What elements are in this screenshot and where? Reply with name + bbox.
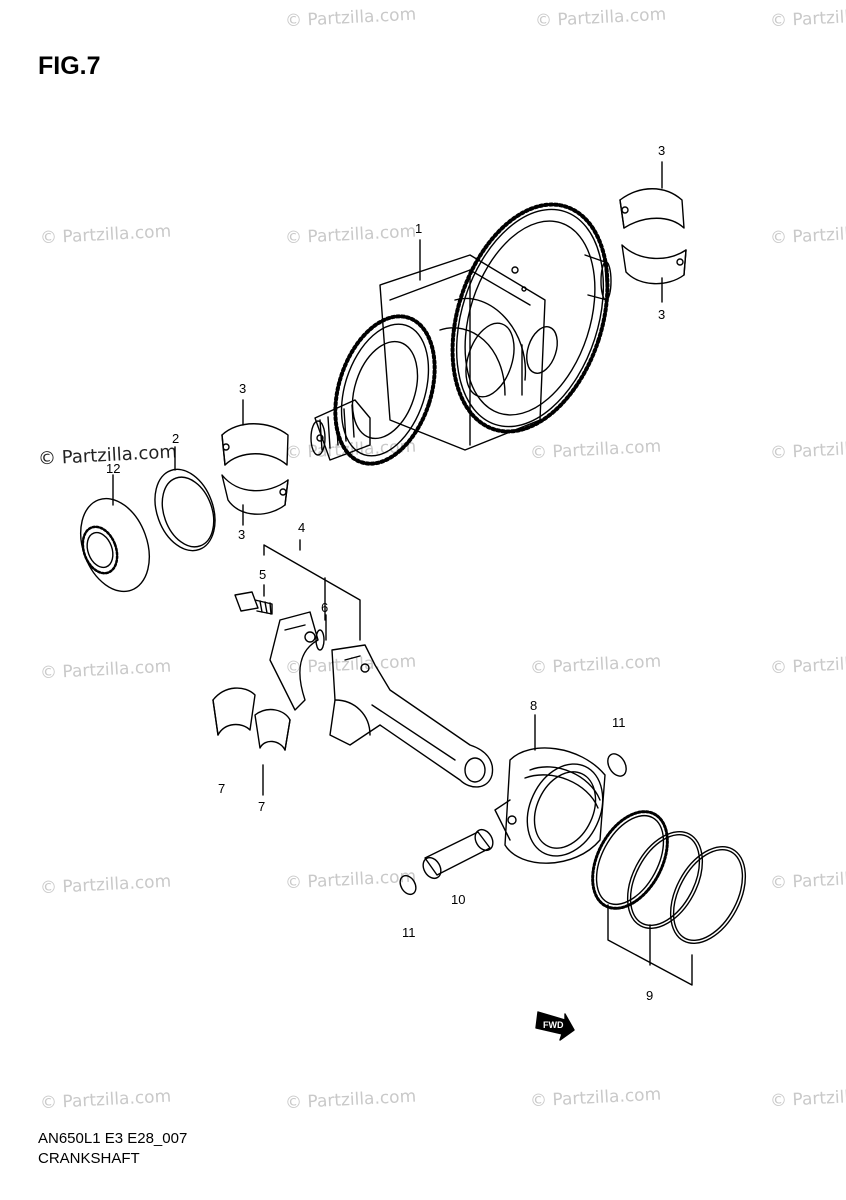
conrod-bolt-part [234,591,273,615]
crank-bearing-left [221,423,289,515]
callout-3: 3 [239,381,247,396]
callout-9: 9 [646,988,654,1003]
callout-7: 7 [258,799,266,814]
thrust-washer-part [154,468,216,552]
figure-title: FIG.7 [38,52,101,80]
callout-3: 3 [238,527,246,542]
svg-text:FWD: FWD [543,1020,564,1030]
conrod-cap-part [269,611,325,711]
bracket-4 [263,544,361,641]
callout-12: 12 [106,461,121,476]
forward-arrow-icon: FWD [535,1011,575,1041]
callout-5: 5 [259,567,267,582]
callout-8: 8 [530,698,538,713]
diagram-name: CRANKSHAFT [38,1150,140,1167]
callout-2: 2 [172,431,180,446]
crank-bearing-upper-right [619,188,687,285]
piston-part [494,747,606,864]
crankshaft-part [310,202,612,466]
piston-ring-set-part [591,810,747,945]
bracket-9 [607,904,693,986]
circlip-part [607,753,627,777]
callout-6: 6 [321,600,329,615]
callout-4: 4 [298,520,306,535]
callout-7: 7 [218,781,226,796]
callout-10: 10 [451,892,466,907]
callout-11: 11 [612,715,626,730]
piston-pin-part [422,828,494,880]
conrod-bearing-part [212,687,291,751]
callout-11: 11 [402,925,416,940]
sprocket-gear-part [80,497,150,593]
callout-3: 3 [658,143,666,158]
callout-1: 1 [415,221,423,236]
connecting-rod-part [329,644,494,788]
circlip-part [399,874,417,896]
diagram-code: AN650L1 E3 E28_007 [38,1130,188,1147]
callout-3: 3 [658,307,666,322]
